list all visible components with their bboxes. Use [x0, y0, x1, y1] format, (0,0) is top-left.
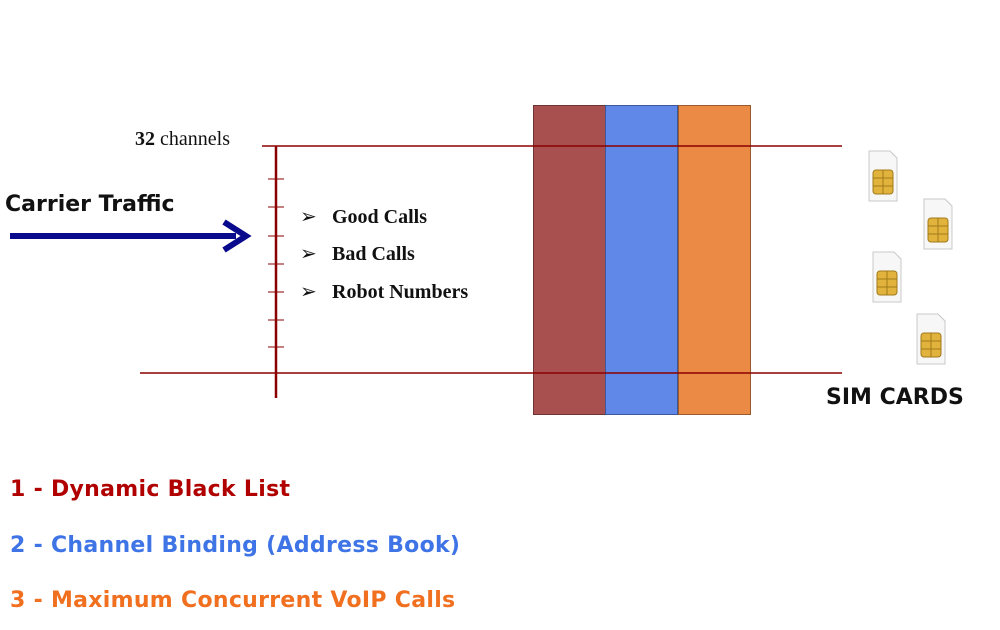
channels-unit: channels — [160, 128, 230, 150]
bullet-arrow-icon: ➢ — [300, 281, 317, 303]
call-type-item: ➢ Robot Numbers — [300, 279, 468, 304]
carrier-arrow — [10, 219, 252, 253]
sim-card-icon — [916, 313, 946, 365]
legend-item-dynamic-black-list: 1 - Dynamic Black List — [10, 477, 291, 502]
band-channel-binding — [605, 105, 678, 415]
channels-label: 32 channels — [135, 128, 230, 151]
band-dynamic-black-list — [533, 105, 606, 415]
legend-item-channel-binding: 2 - Channel Binding (Address Book) — [10, 533, 461, 558]
band-max-concurrent-voip — [678, 105, 751, 415]
sim-card-icon — [868, 150, 898, 202]
bullet-arrow-icon: ➢ — [300, 206, 317, 228]
call-type-item: ➢ Good Calls — [300, 204, 427, 229]
channels-count: 32 — [135, 128, 155, 150]
call-type-label: Robot Numbers — [332, 281, 469, 303]
channel-ticks — [268, 178, 284, 348]
bullet-arrow-icon: ➢ — [300, 243, 317, 265]
call-type-item: ➢ Bad Calls — [300, 241, 415, 266]
call-type-label: Bad Calls — [332, 243, 415, 265]
sim-card-icon — [872, 251, 902, 303]
legend-item-max-concurrent-voip: 3 - Maximum Concurrent VoIP Calls — [10, 588, 456, 613]
sim-card-icon — [923, 198, 953, 250]
sim-cards-label: SIM CARDS — [826, 385, 964, 410]
call-type-label: Good Calls — [332, 206, 428, 228]
carrier-traffic-label: Carrier Traffic — [5, 192, 175, 217]
